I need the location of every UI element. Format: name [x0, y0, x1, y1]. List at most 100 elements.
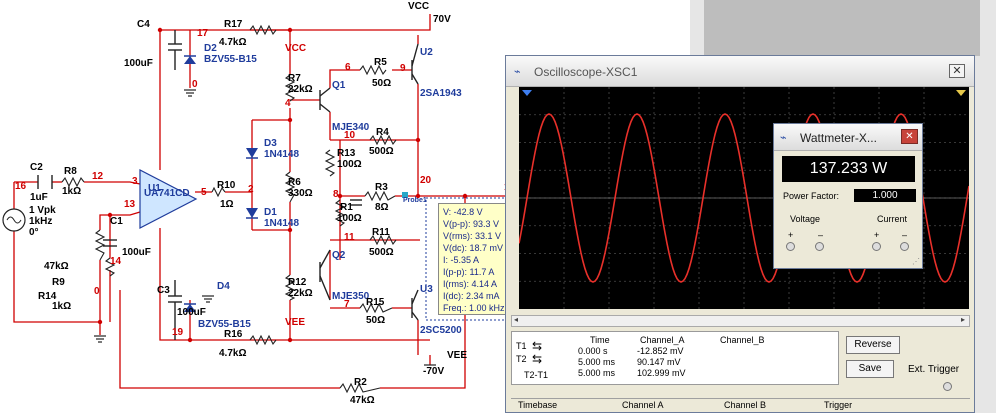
value-D4: BZV55-B15 [198, 319, 251, 330]
scroll-left-icon[interactable]: ◂ [514, 315, 519, 324]
voltage-plus-label: + [788, 230, 794, 240]
t1-arrows-icon[interactable]: ⇆ [532, 339, 543, 353]
ref-R15: R15 [366, 297, 385, 308]
ref-D1: D1 [264, 207, 277, 218]
ref-C3: C3 [157, 285, 170, 296]
probe-readout: V: -42.8 V V(p-p): 93.3 V V(rms): 33.1 V… [438, 203, 506, 315]
wattmeter-title: Wattmeter-X... [800, 131, 877, 145]
probe-selection [425, 197, 509, 321]
row-label-t2-t1: T2-T1 [524, 370, 549, 380]
value-R9: 47kΩ [44, 261, 69, 272]
ref-C2: C2 [30, 162, 43, 173]
col-header-channel-a: Channel_A [640, 335, 685, 345]
ref-R14: R14 [38, 291, 57, 302]
wattmeter-app-icon: ⌁ [780, 132, 787, 144]
net-label: 10 [344, 130, 356, 141]
ref-R16: R16 [224, 329, 243, 340]
ref-U3: U3 [420, 284, 433, 295]
resistor-R1 [334, 199, 346, 227]
ref-R17: R17 [224, 19, 243, 30]
t2-channel-a: 90.147 mV [637, 357, 681, 367]
voltage-label: Voltage [790, 214, 821, 224]
net-label: 13 [124, 199, 136, 210]
delta-time: 5.000 ms [578, 368, 616, 378]
resistors [61, 24, 397, 394]
close-icon[interactable]: ✕ [949, 64, 965, 78]
t2-arrows-icon[interactable]: ⇆ [532, 352, 543, 366]
resistor-R11 [369, 234, 397, 246]
ref-U1: U1 [148, 183, 161, 194]
vcc-value: 70V [433, 14, 451, 25]
net-label: 2 [248, 184, 254, 195]
cursor-t2-marker [956, 90, 966, 96]
channel-a-label: Channel A [622, 400, 664, 410]
oscilloscope-app-icon: ⌁ [514, 66, 521, 78]
value-R4: 500Ω [369, 146, 394, 157]
value-R12: 22kΩ [288, 288, 313, 299]
top-right-panel [704, 0, 980, 56]
reverse-button[interactable]: Reverse [846, 336, 900, 354]
close-icon[interactable]: ✕ [901, 129, 918, 144]
ref-C1: C1 [110, 216, 123, 227]
net-label: 19 [172, 327, 184, 338]
vcc-net-label: VCC [285, 43, 307, 54]
net-label: 5 [201, 187, 207, 198]
horizontal-scrollbar[interactable]: ◂ ▸ [511, 315, 970, 327]
source-amplitude: 1 Vpk [29, 205, 56, 216]
resize-grip-icon[interactable]: ⋰ [912, 257, 920, 266]
value-R2: 47kΩ [350, 395, 375, 406]
net-label: 0 [94, 286, 100, 297]
ref-D3: D3 [264, 138, 277, 149]
value-R3: 8Ω [375, 202, 389, 213]
net-label: 20 [420, 175, 432, 186]
resistor-R8 [61, 176, 85, 188]
current-plus-terminal[interactable] [872, 242, 881, 251]
net-label: 7 [344, 299, 350, 310]
net-label: 17 [197, 28, 209, 39]
resistor-R7 [284, 74, 296, 102]
value-Q2: MJE350 [332, 291, 370, 302]
value-R16: 4.7kΩ [219, 348, 247, 359]
resistor-R2 [339, 382, 381, 394]
ref-R5: R5 [374, 57, 387, 68]
value-C1: 100uF [122, 247, 151, 258]
save-button[interactable]: Save [846, 360, 894, 378]
cursor-t1-marker [522, 90, 532, 96]
probe-marker [402, 192, 408, 198]
value-U3: 2SC5200 [420, 325, 462, 336]
net-label: 12 [92, 171, 104, 182]
ref-R11: R11 [372, 227, 390, 238]
probe-vpp: V(p-p): 93.3 V [443, 219, 500, 229]
ref-R13: R13 [337, 148, 356, 159]
scroll-right-icon[interactable]: ▸ [961, 315, 966, 324]
value-R15: 50Ω [366, 315, 386, 326]
resistor-R14 [104, 257, 116, 277]
trigger-label: Trigger [824, 400, 853, 410]
ref-R12: R12 [288, 277, 307, 288]
ref-R8: R8 [64, 166, 77, 177]
value-R11: 500Ω [369, 247, 394, 258]
value-Q1: MJE340 [332, 122, 370, 133]
wattmeter-titlebar[interactable]: ⌁ Wattmeter-X... ✕ [774, 124, 922, 151]
value-R14: 1kΩ [52, 301, 72, 312]
current-plus-label: + [874, 230, 880, 240]
ref-R2: R2 [354, 377, 367, 388]
row-label-t2: T2 [516, 354, 527, 364]
voltage-plus-terminal[interactable] [786, 242, 795, 251]
net-label: 8 [333, 189, 339, 200]
resistor-R17 [249, 24, 277, 36]
oscilloscope-window[interactable]: ⌁ Oscilloscope-XSC1 ✕ ◂ ▸ Time Channel_A… [505, 55, 975, 413]
ref-Q1: Q1 [332, 80, 346, 91]
voltage-minus-terminal[interactable] [815, 242, 824, 251]
t2-time: 5.000 ms [578, 357, 616, 367]
current-minus-terminal[interactable] [900, 242, 909, 251]
wattmeter-window[interactable]: ⌁ Wattmeter-X... ✕ 137.233 W Power Facto… [773, 123, 923, 269]
value-R13: 100Ω [337, 159, 362, 170]
net-label: 0 [192, 79, 198, 90]
net-label: 3 [132, 176, 138, 187]
oscilloscope-titlebar[interactable]: ⌁ Oscilloscope-XSC1 ✕ [506, 56, 974, 87]
value-R6: 330Ω [288, 188, 313, 199]
resistor-R9 [94, 229, 106, 261]
ext-trigger-terminal[interactable] [943, 382, 952, 391]
resistor-R3 [364, 190, 396, 202]
